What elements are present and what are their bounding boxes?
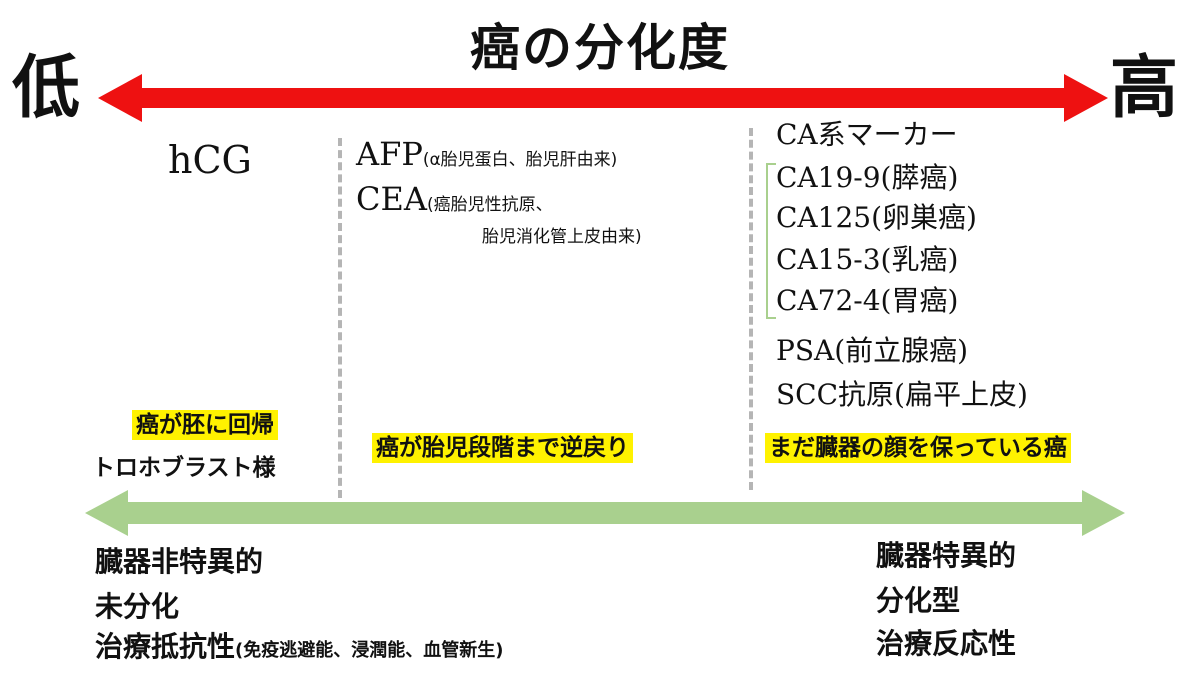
non-specific-label: 臓器非特異的 — [95, 545, 264, 578]
differentiated-label: 分化型 — [876, 584, 961, 617]
hcg-marker: hCG — [168, 138, 252, 182]
column-divider-right — [749, 128, 753, 490]
treatment-resistance-label: 治療抵抗性 — [95, 630, 236, 663]
ca-marker-item: CA72-4(胃癌) — [776, 284, 959, 317]
other-marker-item: PSA(前立腺癌) — [776, 334, 969, 367]
ca-marker-item: CA19-9(膵癌) — [776, 161, 959, 194]
ca-marker-item: CA125(卵巣癌) — [776, 201, 977, 234]
treatment-resistance-line: 治療抵抗性(免疫逃避能、浸潤能、血管新生) — [95, 633, 503, 662]
organ-face-highlight: まだ臓器の顔を保っている癌 — [765, 433, 1071, 463]
ca-marker-item: CA15-3(乳癌) — [776, 243, 959, 276]
trophoblast-note: トロホブラスト様 — [92, 455, 276, 481]
other-marker-item: SCC抗原(扁平上皮) — [776, 378, 1028, 411]
afp-name: AFP — [356, 135, 423, 173]
cea-detail-1: (癌胎児性抗原、 — [426, 195, 553, 215]
cea-name: CEA — [356, 180, 427, 218]
high-label: 高 — [1110, 49, 1179, 128]
ca-group-bracket — [766, 163, 776, 319]
low-label: 低 — [12, 49, 81, 128]
cea-detail-2: 胎児消化管上皮由来) — [482, 227, 642, 247]
afp-marker: AFP(α胎児蛋白、胎児肝由来) — [356, 135, 617, 173]
undifferentiated-label: 未分化 — [95, 590, 180, 623]
embryo-regression-highlight: 癌が胚に回帰 — [132, 410, 278, 440]
fetal-regression-highlight: 癌が胎児段階まで逆戻り — [372, 433, 633, 463]
diagram-title: 癌の分化度 — [470, 19, 730, 77]
column-divider-left — [338, 138, 342, 498]
ca-markers-heading: CA系マーカー — [776, 118, 958, 151]
treatment-resistance-detail: (免疫逃避能、浸潤能、血管新生) — [235, 640, 504, 661]
afp-detail: (α胎児蛋白、胎児肝由来) — [422, 150, 618, 170]
treatment-responsive-label: 治療反応性 — [876, 627, 1017, 660]
cea-marker: CEA(癌胎児性抗原、 — [356, 180, 553, 218]
organ-specific-label: 臓器特異的 — [876, 539, 1017, 572]
